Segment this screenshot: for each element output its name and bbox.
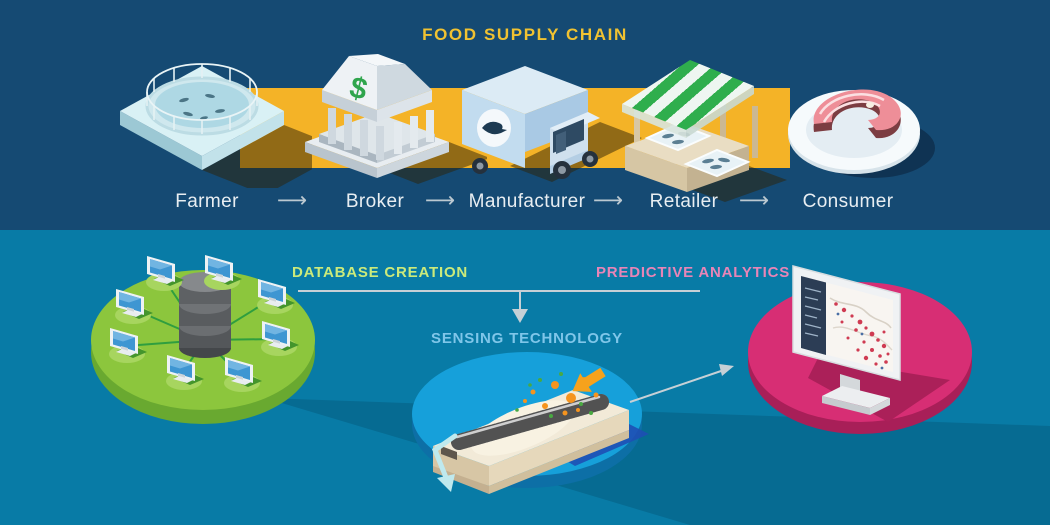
delivery-truck-icon [462, 66, 642, 182]
stage-label-manufacturer: Manufacturer [468, 191, 586, 212]
stage-label-retailer: Retailer [649, 191, 719, 212]
arrow-right-icon: ⟶ [738, 189, 770, 212]
stage-label-consumer: Consumer [802, 191, 894, 212]
salmon-plate-icon [788, 89, 935, 178]
analytics-monitor-icon [748, 265, 972, 434]
sensing-technology-label: SENSING TECHNOLOGY [431, 330, 623, 347]
stage-label-broker: Broker [345, 191, 405, 212]
arrow-right-icon: ⟶ [592, 189, 624, 212]
market-stall-icon [622, 60, 787, 202]
page-title: FOOD SUPPLY CHAIN [422, 25, 628, 44]
database-network-icon [91, 255, 315, 424]
sensor-chip-icon [412, 352, 649, 494]
fish-farm-icon [120, 63, 312, 188]
arrow-right-icon: ⟶ [424, 189, 456, 212]
bank-icon: $ [305, 54, 487, 184]
input-arrow-icon [572, 367, 606, 392]
supply-chain-section: FOOD SUPPLY CHAIN [0, 0, 1050, 230]
database-creation-label: DATABASE CREATION [291, 264, 469, 281]
predictive-analytics-label: PREDICTIVE ANALYTICS [595, 264, 791, 281]
arrow-right-icon: ⟶ [276, 189, 308, 212]
stage-label-farmer: Farmer [175, 191, 239, 212]
